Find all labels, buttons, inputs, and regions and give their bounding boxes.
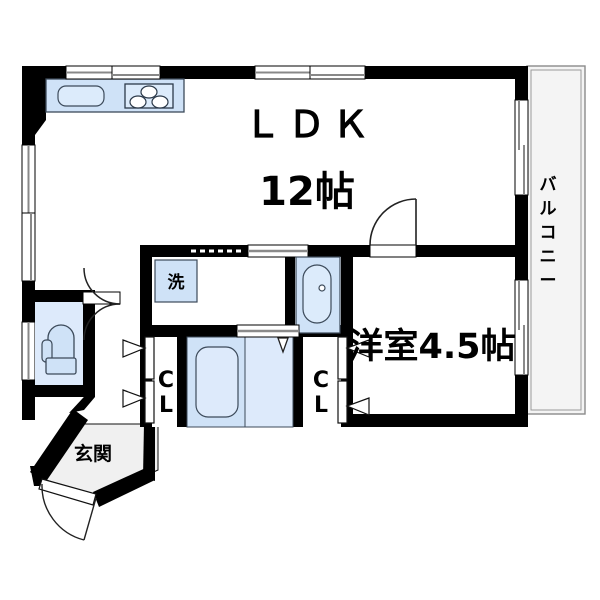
- genkan-label: 玄関: [74, 442, 112, 465]
- toilet-door-swing-arc: [83, 303, 121, 341]
- wall-left-joint: [22, 285, 35, 295]
- balcony-door-lower: [514, 279, 529, 376]
- balcony-char-2: コ: [540, 223, 557, 243]
- closet-right: C L: [303, 336, 370, 427]
- balcony-char-0: バ: [540, 175, 557, 195]
- wall-toilet-bottom: [22, 385, 95, 397]
- washer-label: 洗: [168, 272, 185, 293]
- closet-right-label-line2: L: [314, 393, 328, 418]
- wall-bath-right: [292, 330, 303, 427]
- balcony-floor: [526, 65, 586, 415]
- wall-kitchen-corner: [22, 66, 46, 135]
- toilet-door: [82, 267, 121, 341]
- closet-left-door-panel-b: [144, 380, 155, 424]
- washing-machine-space: [154, 259, 198, 303]
- closet-right-door-arrow-b: [345, 397, 370, 416]
- bedroom-door: [369, 198, 417, 258]
- shower-floor: [244, 336, 294, 428]
- balcony-char-1: ル: [540, 199, 557, 219]
- wall-vanity-left: [285, 245, 295, 333]
- balcony-door-upper: [514, 99, 529, 196]
- window-left-lower: [21, 212, 36, 282]
- washroom-sliding-door: [188, 244, 309, 258]
- toilet-bowl: [47, 324, 75, 361]
- closet-right-door-panel-b: [337, 380, 348, 424]
- entrance-door-leaf: [83, 497, 97, 541]
- vanity-drain: [318, 284, 326, 292]
- bath-room: [186, 336, 294, 428]
- window-top-right: [254, 65, 366, 80]
- entrance-door-threshold: [38, 478, 97, 506]
- toilet-door-arc: [83, 267, 121, 305]
- balcony-area: [526, 65, 586, 415]
- closet-left-door-arrow-a: [122, 339, 147, 358]
- closet-left-door-panel-a: [144, 336, 155, 380]
- stove-burner-top: [140, 85, 158, 99]
- bath-sliding-door: [236, 324, 300, 354]
- sink-basin: [57, 85, 105, 107]
- stove-burner-left: [129, 95, 147, 109]
- balcony-char-3: ニ: [540, 247, 557, 267]
- wall-genkan-joint: [69, 385, 95, 413]
- window-toilet-left: [21, 321, 36, 381]
- closet-right-floor: [303, 337, 341, 427]
- closet-left-label-line1: C: [158, 368, 174, 393]
- window-left-upper: [21, 144, 36, 214]
- closet-left-floor: [152, 337, 177, 427]
- closet-left-door-arrow-b: [122, 389, 147, 408]
- balcony-inner-line: [530, 69, 582, 411]
- closet-right-door-panel-a: [337, 336, 348, 380]
- ldk-label: ＬＤＫ: [244, 103, 376, 146]
- entrance-door: [38, 478, 97, 541]
- toilet-base: [45, 357, 77, 375]
- bedroom-door-threshold: [369, 244, 417, 258]
- wall-bedroom-left-upper: [341, 245, 353, 335]
- closet-right-label-line1: C: [313, 368, 329, 393]
- wall-closet-left-right: [176, 330, 187, 427]
- balcony-char-4: ー: [540, 271, 557, 291]
- toilet-door-threshold: [82, 291, 121, 305]
- closet-left: C L: [122, 336, 177, 427]
- washroom-area: 洗: [152, 257, 285, 325]
- closet-right-door-arrow-a: [345, 339, 370, 358]
- window-top-left-pane2: [111, 65, 161, 80]
- kitchen-counter: [45, 78, 185, 113]
- closet-left-label-line2: L: [159, 393, 173, 418]
- bedroom-door-swing-arc: [369, 198, 417, 246]
- wall-toilet-top: [22, 290, 95, 302]
- bedroom-label: 洋室4.5帖: [348, 326, 515, 367]
- stove-burner-right: [151, 95, 169, 109]
- wall-genkan-bottom: [93, 466, 155, 507]
- ldk-area-label: 12帖: [259, 169, 355, 215]
- vanity-basin: [302, 264, 332, 324]
- toilet-room: [35, 302, 83, 385]
- bath-door-arrow: [277, 337, 289, 354]
- bathtub: [195, 346, 239, 418]
- wall-corner-bedroom: [341, 245, 353, 257]
- balcony-label-group: バ ル コ ニ ー: [540, 175, 557, 291]
- entrance-door-swing-arc: [41, 483, 85, 541]
- wall-genkan-left: [30, 409, 88, 483]
- wall-toilet-right: [83, 290, 95, 385]
- wall-genkan-right: [143, 423, 155, 481]
- vanity-unit: [295, 256, 341, 334]
